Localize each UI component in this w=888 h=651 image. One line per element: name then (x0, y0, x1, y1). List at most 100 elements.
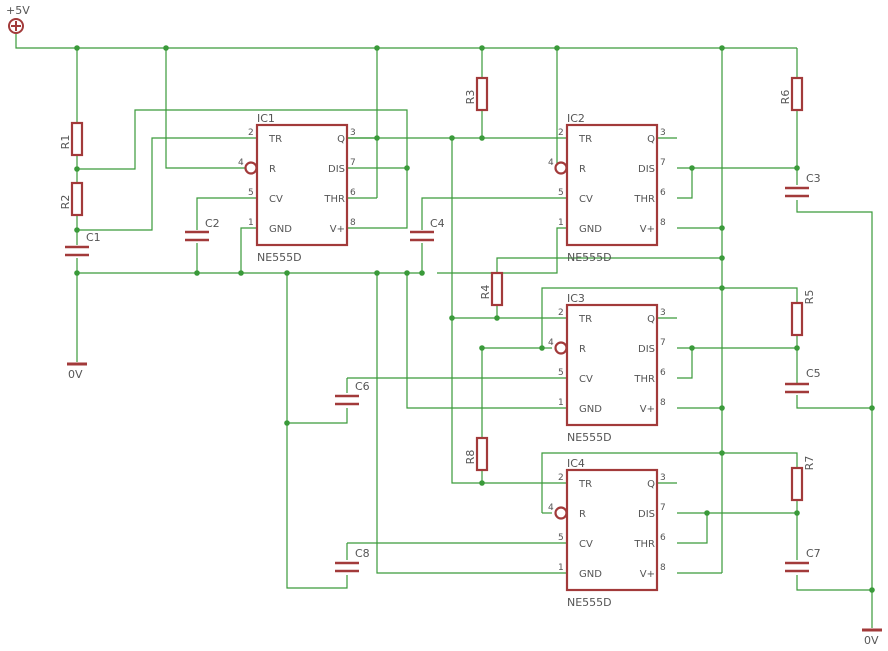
resistor-label: R8 (464, 450, 477, 465)
junction-dot (869, 587, 875, 593)
pin-label-thr: THR (633, 539, 655, 550)
capacitor-c1: C1 (65, 231, 101, 257)
junction-dot (479, 135, 485, 141)
resistor-body (490, 271, 504, 307)
capacitor-c2: C2 (185, 217, 220, 242)
pin-label-r: R (579, 509, 586, 520)
capacitor-c7: C7 (785, 547, 821, 573)
pin-number-dis: 7 (660, 503, 666, 513)
resistor-label: R2 (59, 195, 72, 210)
junction-dot (374, 45, 380, 51)
capacitor-label: C6 (355, 380, 370, 393)
pin-number-vcc: 8 (660, 398, 666, 408)
capacitor-label: C2 (205, 217, 220, 230)
chip-body (565, 123, 659, 247)
resistor-label: R6 (779, 90, 792, 105)
pin-number-thr: 6 (660, 533, 666, 543)
chip-type: NE555D (567, 431, 612, 444)
pin-label-cv: CV (579, 194, 593, 205)
capacitor-c6: C6 (335, 380, 370, 406)
pin-number-q: 3 (660, 473, 666, 483)
resistor-label: R5 (803, 290, 816, 305)
pin-number-r: 4 (548, 158, 554, 168)
pin-label-q: Q (647, 479, 655, 490)
junction-dot (479, 45, 485, 51)
junction-dot (494, 315, 500, 321)
resistor-r7: R7 (790, 456, 816, 502)
pin-number-tr: 2 (558, 128, 564, 138)
capacitor-label: C1 (86, 231, 101, 244)
pin-label-tr: TR (578, 314, 592, 325)
junction-dot (194, 270, 200, 276)
pin-label-vcc: V+ (330, 224, 345, 235)
capacitor-label: C8 (355, 547, 370, 560)
pin-label-cv: CV (269, 194, 283, 205)
chip-name: IC1 (257, 112, 275, 125)
junction-dot (284, 420, 290, 426)
pin-number-gnd: 1 (558, 218, 564, 228)
pin-number-dis: 7 (350, 158, 356, 168)
reset-bubble (244, 161, 258, 175)
pin-label-thr: THR (633, 374, 655, 385)
pin-number-thr: 6 (660, 188, 666, 198)
junction-dot (479, 480, 485, 486)
pin-label-gnd: GND (579, 224, 602, 235)
pin-label-cv: CV (579, 539, 593, 550)
pin-label-gnd: GND (579, 404, 602, 415)
pin-number-thr: 6 (350, 188, 356, 198)
pin-number-dis: 7 (660, 338, 666, 348)
resistor-label: R3 (464, 90, 477, 105)
pin-number-vcc: 8 (350, 218, 356, 228)
junction-dot (238, 270, 244, 276)
pin-label-cv: CV (579, 374, 593, 385)
resistor-r4: R4 (479, 271, 504, 307)
pin-label-r: R (579, 164, 586, 175)
chip-name: IC3 (567, 292, 585, 305)
capacitor-c8: C8 (335, 547, 370, 573)
junction-dot (719, 450, 725, 456)
pin-label-gnd: GND (579, 569, 602, 580)
junction-dot (74, 45, 80, 51)
reset-bubble (554, 341, 568, 355)
pin-label-r: R (579, 344, 586, 355)
pin-label-gnd: GND (269, 224, 292, 235)
resistor-body (70, 181, 84, 217)
capacitor-c3: C3 (785, 172, 821, 198)
pin-label-tr: TR (268, 134, 282, 145)
chip-body (565, 468, 659, 592)
junction-dot (374, 270, 380, 276)
junction-dot (554, 45, 560, 51)
capacitor-label: C5 (806, 367, 821, 380)
pin-label-dis: DIS (638, 164, 655, 175)
pin-number-cv: 5 (558, 533, 564, 543)
junction-dot (74, 227, 80, 233)
ground-symbol-right: 0V (862, 628, 882, 647)
chip-type: NE555D (567, 596, 612, 609)
pin-number-gnd: 1 (558, 398, 564, 408)
pin-label-q: Q (647, 134, 655, 145)
pin-number-vcc: 8 (660, 218, 666, 228)
pin-label-thr: THR (323, 194, 345, 205)
pin-label-q: Q (647, 314, 655, 325)
resistor-body (475, 76, 489, 112)
pin-number-vcc: 8 (660, 563, 666, 573)
junction-dot (794, 165, 800, 171)
junction-dot (74, 270, 80, 276)
resistor-r1: R1 (59, 121, 84, 157)
chip-body (255, 123, 349, 247)
junction-dot (449, 315, 455, 321)
junction-dot (794, 510, 800, 516)
supply-label: +5V (6, 4, 30, 17)
junction-dot (704, 510, 710, 516)
ground-label-left: 0V (68, 368, 83, 381)
junction-dot (719, 45, 725, 51)
pin-number-tr: 2 (558, 473, 564, 483)
resistor-label: R1 (59, 135, 72, 150)
junction-dot (404, 270, 410, 276)
resistor-body (70, 121, 84, 157)
junction-dot (374, 135, 380, 141)
capacitor-c4: C4 (410, 217, 445, 242)
